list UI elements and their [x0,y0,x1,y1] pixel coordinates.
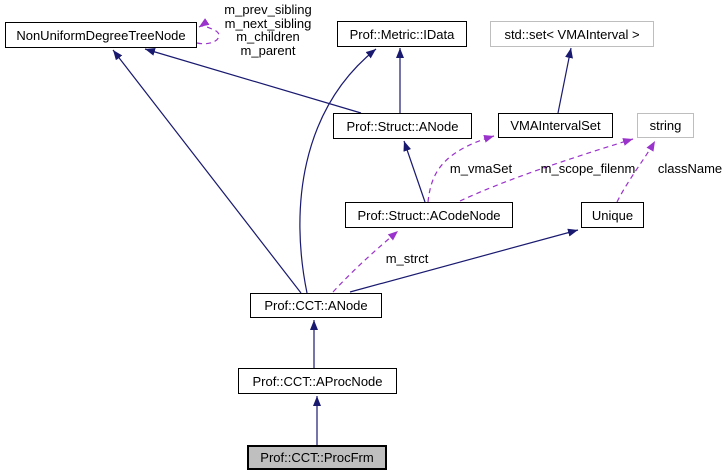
edge-label-m-prev-sibling: m_prev_sibling [224,2,312,17]
edge-label-m-parent: m_parent [240,42,296,58]
node-string: string [637,113,694,138]
node-prof-metric-idata[interactable]: Prof::Metric::IData [337,21,467,47]
node-prof-cct-aprocnode[interactable]: Prof::CCT::AProcNode [238,368,397,394]
edge-label-m-strct: m_strct [385,251,429,266]
edge-label-m-children: m_children [236,29,300,44]
node-nonuniformdegreetreenode[interactable]: NonUniformDegreeTreeNode [5,22,197,48]
node-prof-cct-anode[interactable]: Prof::CCT::ANode [250,293,382,318]
edge-label-m-vmaset: m_vmaSet [449,161,513,176]
node-prof-struct-acodenode[interactable]: Prof::Struct::ACodeNode [345,202,513,228]
edge-label-m-next-sibling: m_next_sibling [224,15,312,31]
edge-generalization-cct-anode-to-nonuniformdegreetreenode [112,49,302,294]
edge-generalization-acodenode-to-struct-anode [403,140,426,203]
edge-label-self-loop-members: m_prev_sibling m_next_sibling m_children… [218,3,318,57]
node-unique[interactable]: Unique [581,202,644,228]
edge-generalization-vmaintervalset-to-std-set [557,47,573,114]
edge-label-m-scope-filenm: m_scope_filenm [540,161,636,176]
edge-generalization-struct-anode-to-nonuniformdegreetreenode [144,48,362,114]
node-vmaintervalset[interactable]: VMAIntervalSet [498,113,613,138]
edge-dependency-acodenode-to-vmaintervalset-m-vmaset [427,135,495,203]
edge-dependency-nonuniform-self-loop [196,18,220,45]
edge-dependency-acodenode-to-string-m-scope-filenm [459,138,634,202]
edge-generalization-cct-anode-to-unique [349,228,579,293]
edge-dependency-unique-to-string-classname [616,140,656,203]
node-prof-struct-anode[interactable]: Prof::Struct::ANode [333,113,472,139]
node-prof-cct-procfrm: Prof::CCT::ProcFrm [247,445,387,470]
edge-generalization-cct-anode-to-metric-idata [299,48,377,294]
edge-label-classname: className [657,161,723,176]
node-std-set-vmainterval: std::set< VMAInterval > [490,21,654,47]
edge-dependency-cct-anode-to-acodenode-m-strct [332,230,399,293]
